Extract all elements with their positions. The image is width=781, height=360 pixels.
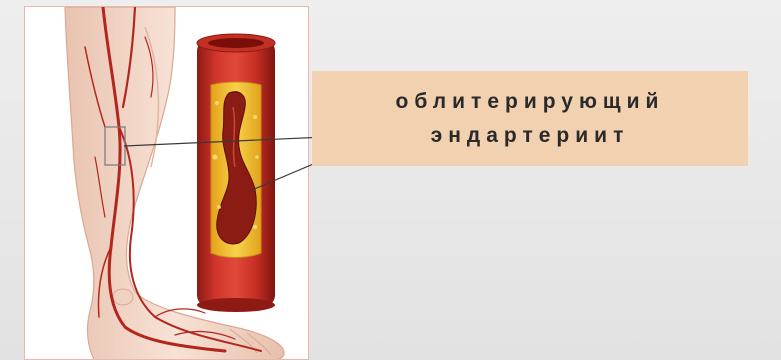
caption-line-2: эндартериит <box>431 119 630 153</box>
artery-section <box>197 34 275 312</box>
illustration-svg <box>25 7 309 360</box>
caption-line-1: облитерирующий <box>396 85 665 119</box>
medical-illustration <box>24 6 309 360</box>
caption-box: облитерирующий эндартериит <box>312 71 748 166</box>
